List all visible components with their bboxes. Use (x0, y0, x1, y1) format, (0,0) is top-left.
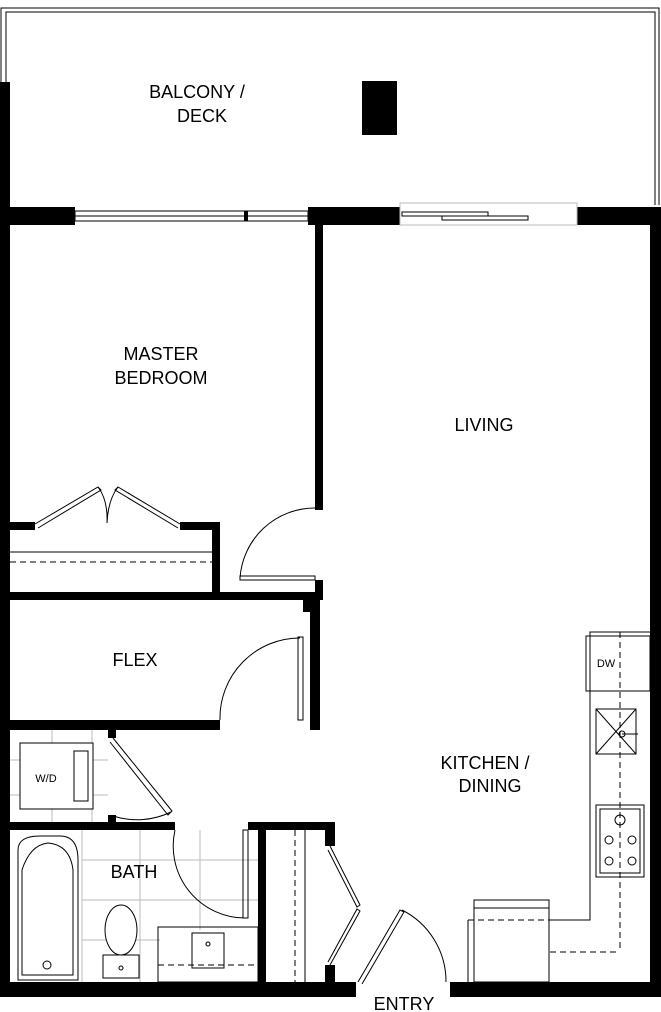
kitchen-label: KITCHEN /DINING (440, 753, 529, 796)
interior-walls (0, 225, 335, 984)
toilet (102, 904, 140, 979)
entry-label: ENTRY (374, 994, 435, 1012)
bedroom-closet (10, 486, 212, 563)
bath-tile (81, 830, 258, 982)
vanity (157, 926, 259, 983)
bedroom-door[interactable] (239, 507, 316, 581)
dishwasher-label: DW (597, 658, 616, 670)
flex-door[interactable] (219, 636, 304, 721)
exterior-walls (0, 82, 661, 997)
bath-door[interactable] (172, 829, 249, 919)
bathtub (17, 835, 79, 981)
kitchen-sink (595, 708, 638, 755)
living-label: LIVING (454, 415, 513, 435)
flex-label: FLEX (112, 650, 157, 670)
entry-door[interactable] (357, 909, 447, 985)
balcony-column (362, 81, 397, 135)
balcony-railing (0, 7, 660, 205)
cooktop (595, 804, 645, 878)
bath-label: BATH (111, 862, 158, 882)
entry-closet (294, 830, 361, 982)
washer-dryer-label: W/D (35, 773, 56, 785)
sliding-door[interactable] (399, 202, 578, 226)
fridge (467, 899, 552, 983)
laundry-door[interactable] (109, 737, 173, 821)
washer-dryer (19, 742, 94, 810)
kitchen-counter (550, 631, 651, 953)
balcony-label: BALCONY /DECK (149, 82, 245, 126)
bedroom-window (74, 210, 309, 222)
